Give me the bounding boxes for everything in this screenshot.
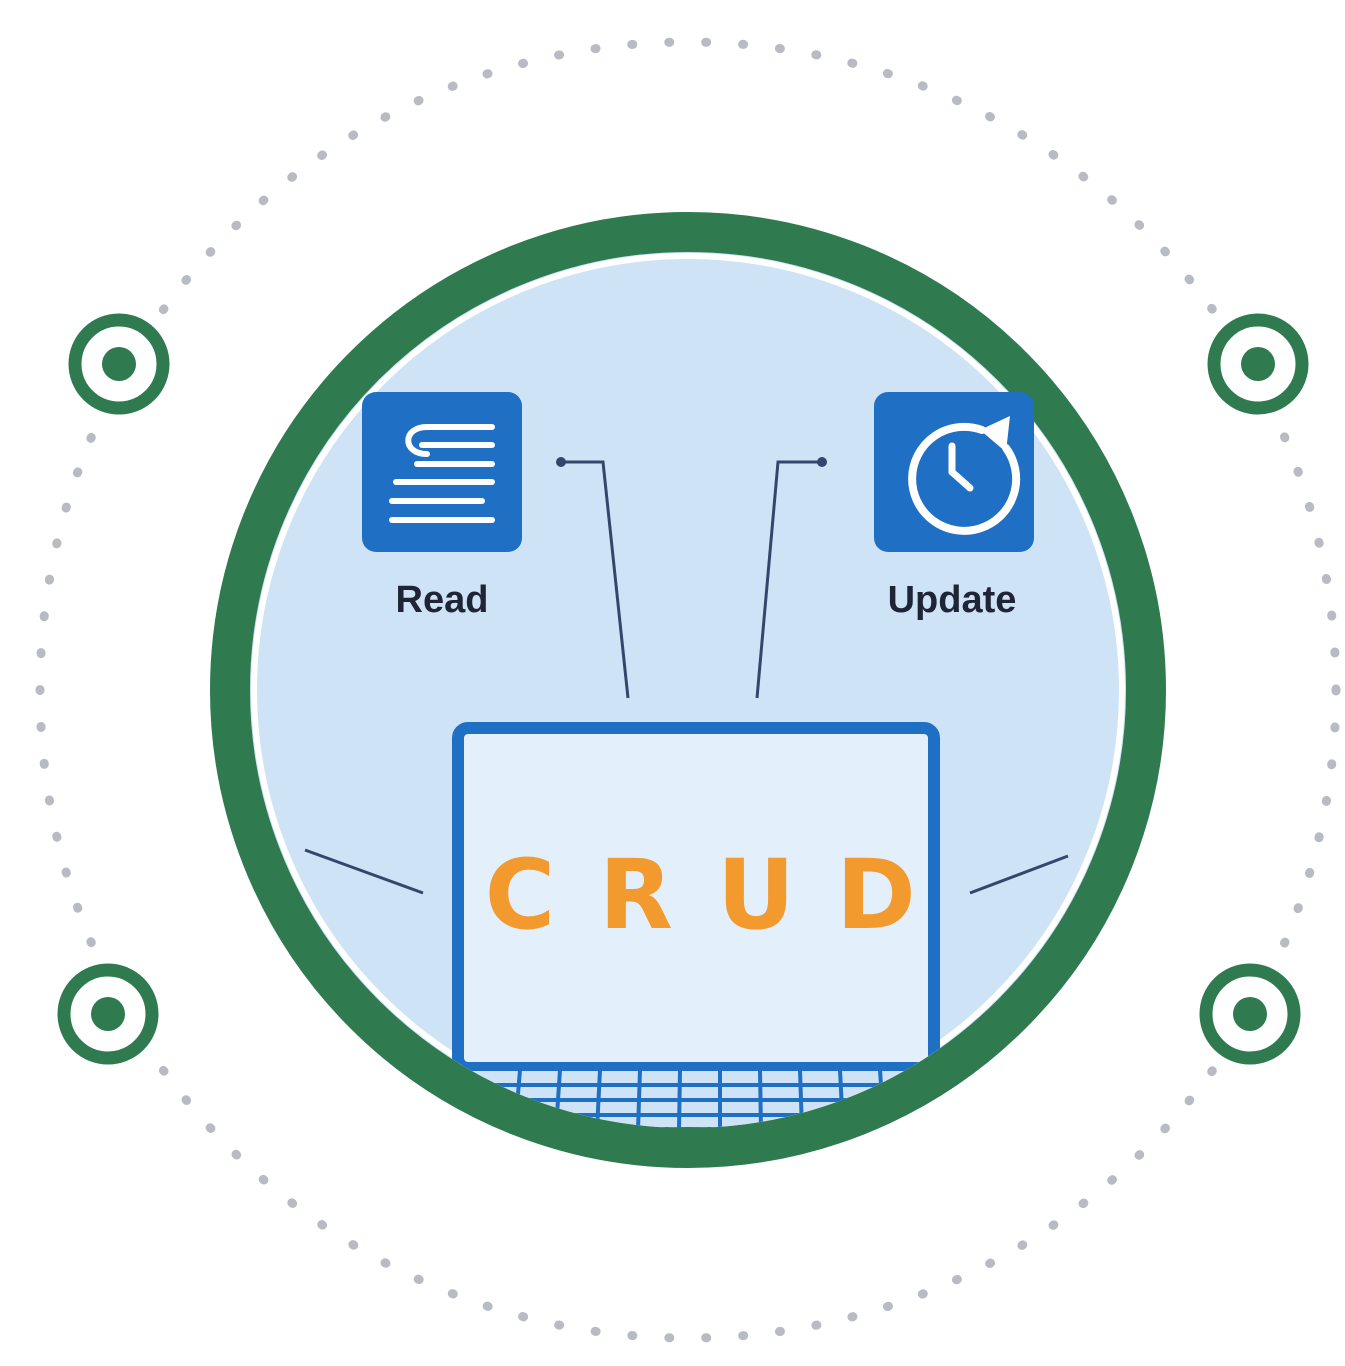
clock-refresh-icon xyxy=(908,416,1021,535)
crud-letter-d: D xyxy=(836,839,916,951)
dotted-orbit xyxy=(35,37,1341,1343)
orbit-node-top-right xyxy=(1207,313,1309,415)
read-card xyxy=(362,392,522,552)
read-label: Read xyxy=(396,579,489,621)
left-connector-line xyxy=(304,848,424,895)
crud-letter-c: C xyxy=(485,839,555,951)
update-connector xyxy=(755,457,827,699)
crud-letter-u: U xyxy=(717,839,795,951)
right-connector-line xyxy=(969,854,1069,895)
document-lines-icon xyxy=(389,424,495,523)
read-connector xyxy=(556,457,630,699)
update-label: Update xyxy=(888,579,1017,621)
orbit-node-bottom-left xyxy=(57,963,159,1065)
orbit-node-top-left xyxy=(68,313,170,415)
crud-letter-r: R xyxy=(599,839,673,951)
update-card xyxy=(874,392,1034,552)
orbit-node-bottom-right xyxy=(1199,963,1301,1065)
